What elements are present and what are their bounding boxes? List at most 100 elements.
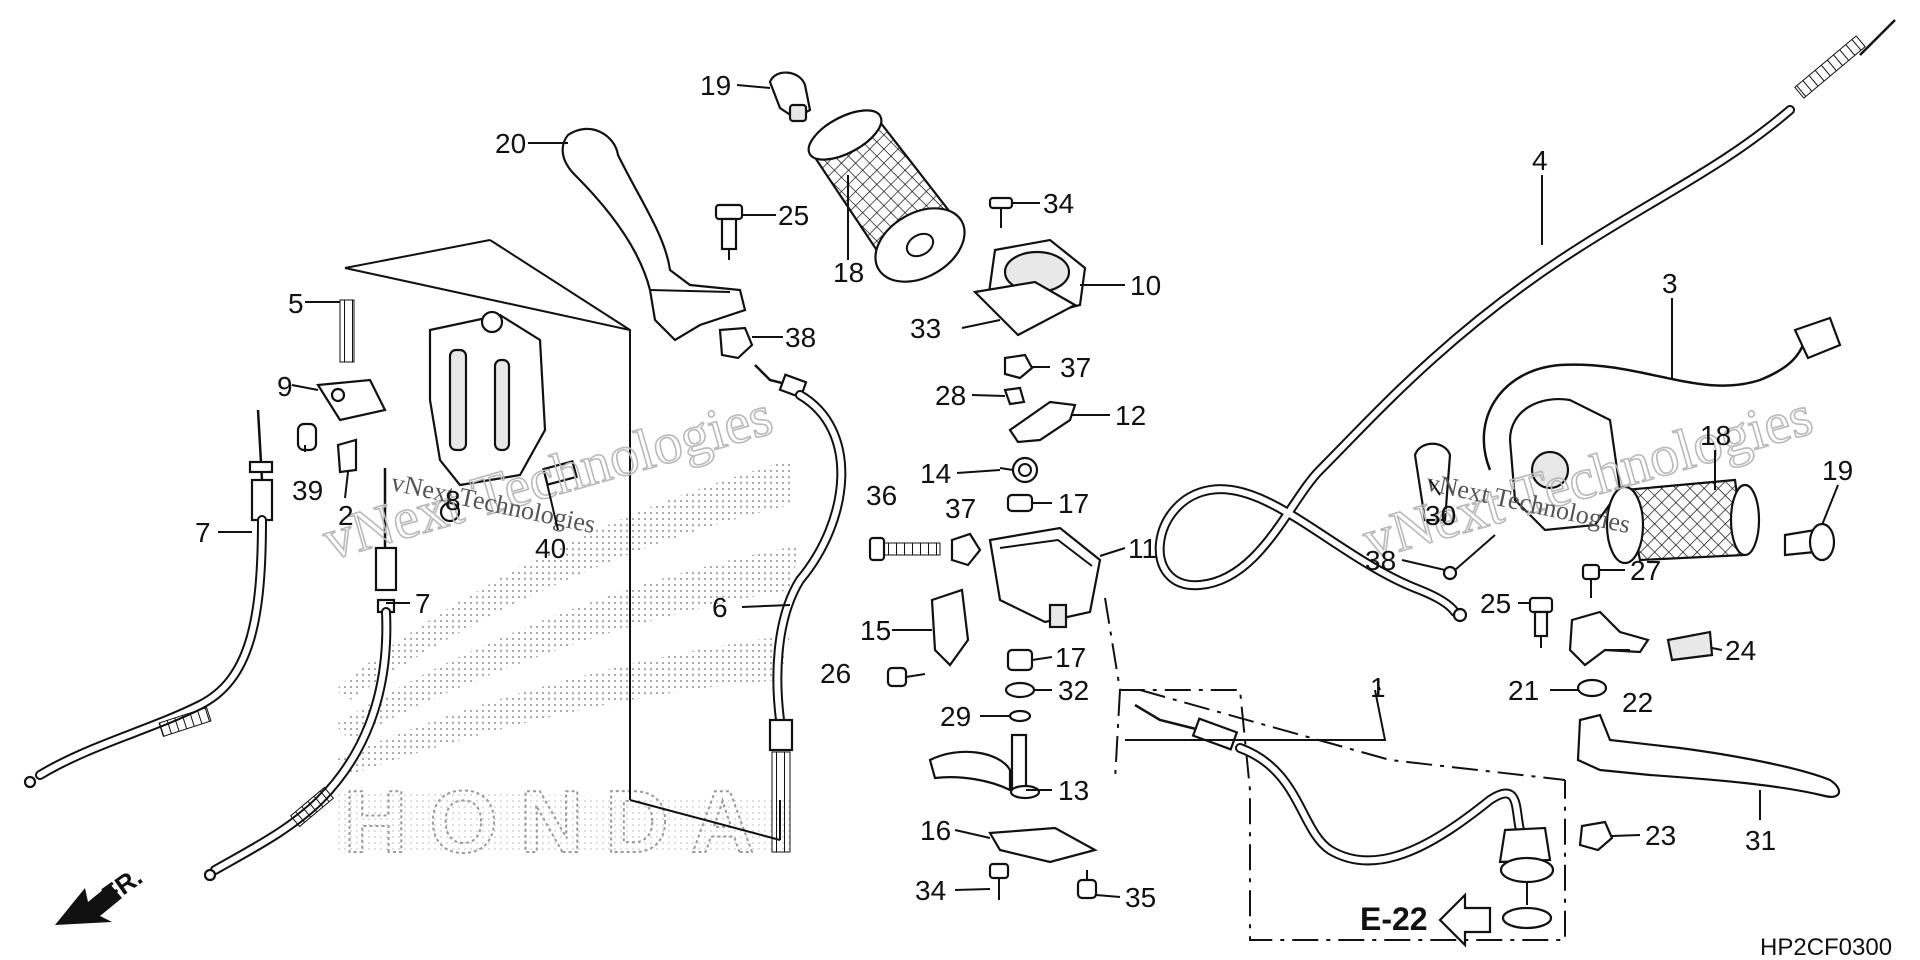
callout-17-top: 17: [1058, 488, 1089, 519]
end-cap-19-upper: [768, 71, 812, 123]
bolt-8: [439, 501, 461, 523]
nut-37-upper: [1003, 353, 1034, 380]
bolt-36: [868, 536, 941, 562]
callout-2: 3: [1662, 268, 1678, 299]
screw-34-right: [1076, 870, 1098, 900]
callout-5: 5: [288, 288, 304, 319]
honda-text-watermark: HONDA: [344, 772, 777, 871]
grip-18-right: [1605, 478, 1761, 565]
callout-25-right: 25: [1480, 588, 1511, 619]
callout-18-right: 18: [1700, 420, 1731, 451]
switch-housing: [1508, 397, 1622, 532]
seal-31: [1004, 681, 1036, 699]
band-30: [1413, 442, 1452, 522]
arm-12: [1008, 400, 1077, 444]
callout-7-mid: 7: [415, 588, 431, 619]
callouts: 19 20 25 18 5 9 39 2 8 40 7 7 38 6 34 10…: [195, 70, 1853, 913]
callout-25-top: 25: [778, 200, 809, 231]
e22-label: E-22: [1360, 901, 1428, 937]
callout-20: 20: [495, 128, 526, 159]
clip-3: [336, 438, 358, 474]
callout-32: 33: [910, 313, 941, 344]
clutch-cable-7b: [203, 468, 398, 882]
callout-21: 31: [1745, 825, 1776, 856]
lever-13: [928, 733, 1041, 800]
callout-28: 28: [935, 380, 966, 411]
bolt-25-right: [1528, 596, 1554, 648]
nut-37-lower: [950, 532, 982, 567]
callout-4: 4: [1532, 145, 1548, 176]
plate-16: [988, 826, 1098, 864]
callout-16: 16: [920, 815, 951, 846]
callout-6: 6: [712, 592, 728, 623]
nut-38-upper: [718, 326, 754, 360]
callout-35: 38: [1365, 545, 1396, 576]
callout-36: 36: [866, 480, 897, 511]
e22-reference-arrow: E-22: [1360, 892, 1492, 948]
clutch-cable-7a: [23, 409, 274, 789]
honda-wing-watermark: HONDA: [335, 460, 800, 872]
wire-harness-2: [1482, 316, 1842, 471]
screw-27: [1581, 563, 1601, 598]
screw-35: [1442, 534, 1496, 581]
screw-34-left: [988, 862, 1010, 900]
screw-33: [988, 196, 1014, 228]
callout-15: 15: [860, 615, 891, 646]
callout-19-top: 19: [700, 70, 731, 101]
ring-22: [1576, 678, 1608, 698]
washer-29: [1008, 709, 1032, 723]
callout-40: 40: [535, 533, 566, 564]
brake-lever-20: [561, 127, 747, 342]
spring-14: [999, 456, 1039, 484]
callout-33: 34: [1043, 188, 1074, 219]
callout-17-low: 17: [1055, 642, 1086, 673]
grip-18-upper: [807, 109, 966, 283]
spring-5: [339, 299, 355, 363]
callout-34-right: 35: [1125, 882, 1156, 913]
collar-17-upper: [1006, 493, 1034, 513]
bracket-15: [930, 588, 970, 667]
callout-12: 12: [1115, 400, 1146, 431]
throttle-cable-1: [1134, 703, 1555, 930]
callout-26: 26: [820, 658, 851, 689]
screw-26: [886, 666, 926, 688]
callout-8: 8: [445, 485, 461, 516]
housing-11: [988, 526, 1102, 629]
collar-17-lower: [1006, 648, 1034, 672]
callout-39: 39: [292, 475, 323, 506]
callout-23: 22: [1622, 687, 1653, 718]
callout-11: 11: [1128, 533, 1157, 564]
callout-9: 9: [277, 371, 293, 402]
leader-lines: [218, 84, 1839, 898]
reference-frame-1: [1104, 597, 1566, 941]
bracket-23: [1568, 610, 1650, 667]
callout-37-top: 37: [1060, 352, 1091, 383]
callout-38-top: 38: [785, 322, 816, 353]
callout-22: 21: [1508, 675, 1539, 706]
callout-24: 24: [1725, 635, 1756, 666]
diagram-code: HP2CF0300: [1760, 934, 1892, 960]
callout-19-right: 19: [1822, 455, 1853, 486]
callout-31: 32: [1058, 675, 1089, 706]
callout-29: 29: [940, 701, 971, 732]
callout-3: 2: [338, 500, 354, 531]
callout-30: 30: [1425, 500, 1456, 531]
lever-bracket-40: [428, 310, 578, 487]
cover-24: [1666, 630, 1714, 662]
callout-14: 14: [920, 458, 951, 489]
holder-9: [316, 378, 387, 422]
gasket-32: [972, 280, 1078, 337]
callout-18-top: 18: [833, 257, 864, 288]
callout-10: 10: [1130, 270, 1161, 301]
callout-27: 27: [1630, 555, 1661, 586]
callout-37-low: 37: [945, 493, 976, 524]
throttle-cable-6: [754, 364, 847, 853]
collar-39: [296, 422, 318, 452]
callout-34-left: 34: [915, 875, 946, 906]
callout-1: 1: [1370, 672, 1386, 703]
lever-21: [1576, 713, 1841, 798]
end-cap-19-right: [1783, 522, 1836, 562]
cable-4: [1154, 19, 1896, 623]
callout-13: 13: [1058, 775, 1089, 806]
